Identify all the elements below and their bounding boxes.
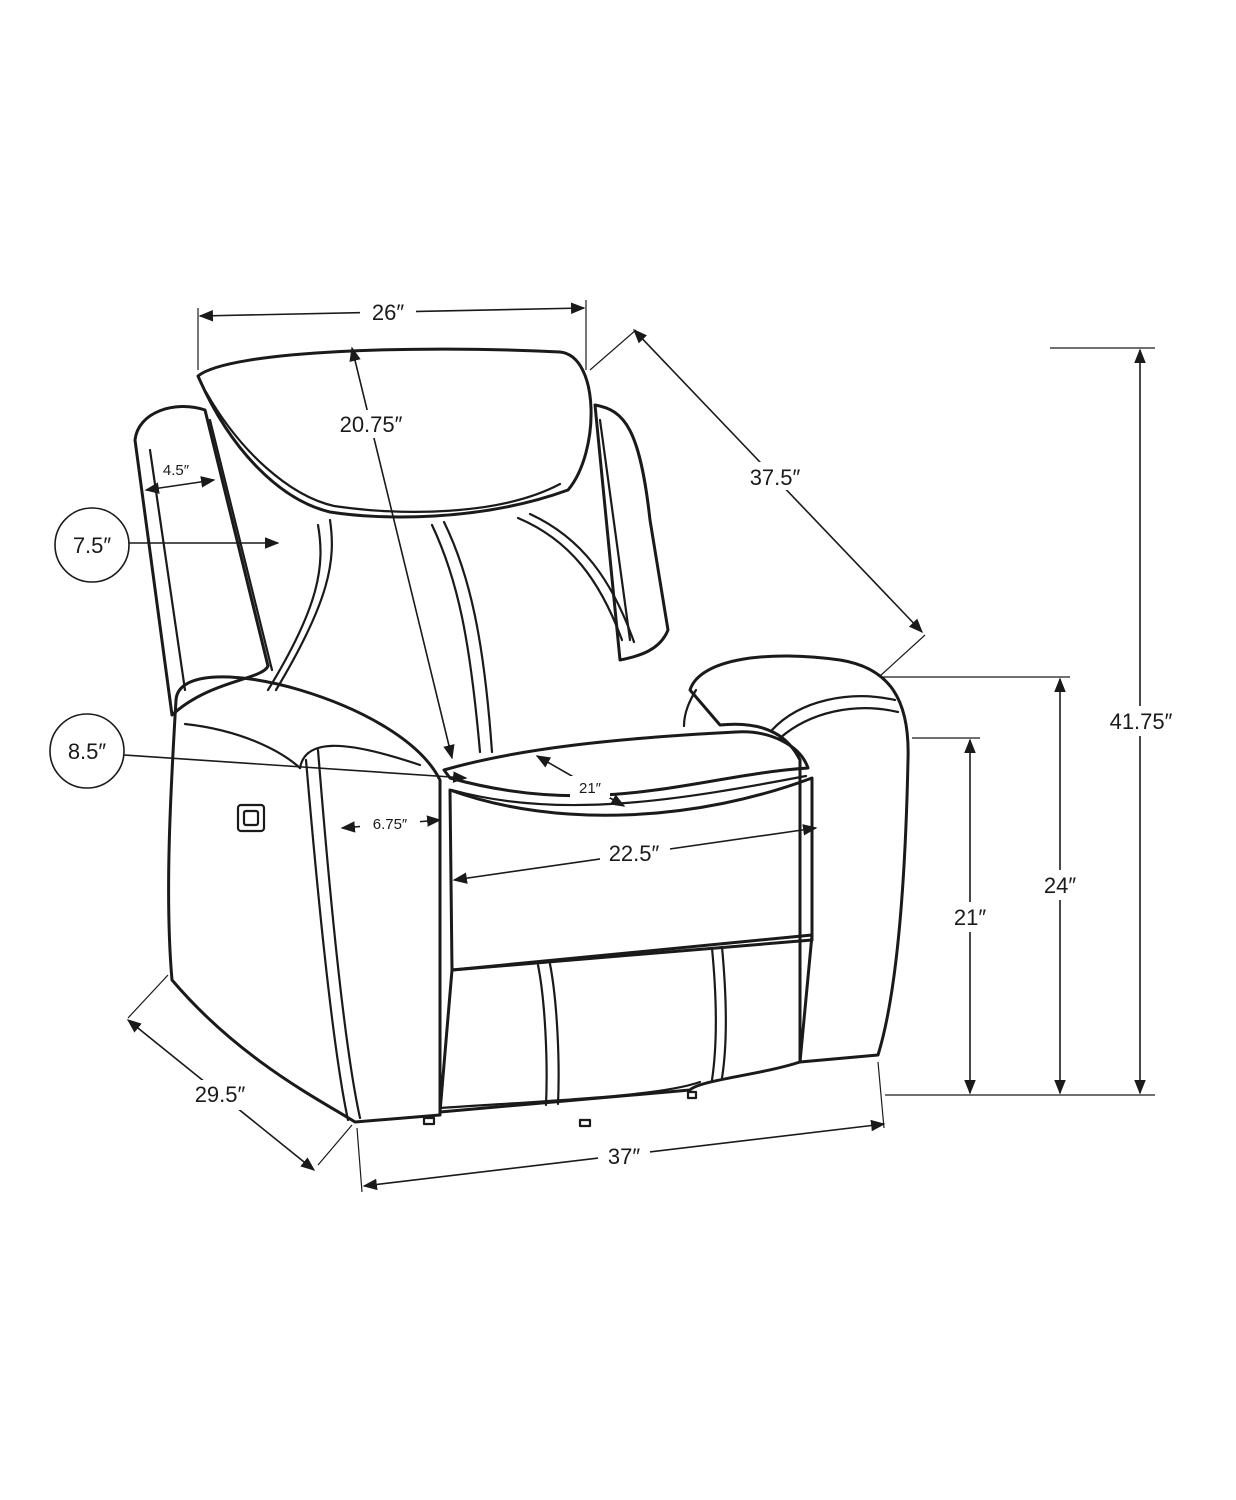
dim-line-arm-top-width xyxy=(144,476,216,494)
label-side-depth: 29.5″ xyxy=(195,1082,246,1107)
footrest xyxy=(438,933,814,1114)
label-seat-width: 22.5″ xyxy=(609,841,660,866)
right-arm xyxy=(688,654,910,1064)
label-diagonal-depth: 37.5″ xyxy=(750,465,801,490)
dimension-lines: 26″ 20.75″ 37.5″ 41.75″ 24″ 21″ 4.5″ 7.5 xyxy=(49,298,1184,1193)
seat-front xyxy=(448,776,814,972)
chair-foot-left xyxy=(422,1116,436,1126)
dim-line-side-detail-b xyxy=(123,754,468,783)
chair-foot-back xyxy=(686,1090,698,1100)
dim-line-back-height xyxy=(349,346,455,760)
label-arm-front-width: 6.75″ xyxy=(373,816,408,833)
callout-circle-7-5 xyxy=(54,507,130,583)
left-wing xyxy=(133,405,270,717)
chair-foot-right xyxy=(578,1118,592,1128)
label-side-detail-a: 7.5″ xyxy=(73,533,112,558)
label-top-width: 26″ xyxy=(372,300,404,325)
power-button-icon xyxy=(236,803,266,833)
label-side-detail-b: 8.5″ xyxy=(68,739,107,764)
label-overall-height: 41.75″ xyxy=(1110,709,1173,734)
label-arm-height: 24″ xyxy=(1044,873,1076,898)
right-wing xyxy=(593,403,670,662)
label-back-height: 20.75″ xyxy=(340,412,403,437)
left-arm xyxy=(167,675,442,1124)
label-overall-width: 37″ xyxy=(608,1144,640,1169)
label-seat-height: 21″ xyxy=(954,905,986,930)
label-arm-top-width: 4.5″ xyxy=(163,462,190,479)
callout-circle-8-5 xyxy=(49,713,125,789)
label-seat-depth: 21″ xyxy=(579,780,602,797)
